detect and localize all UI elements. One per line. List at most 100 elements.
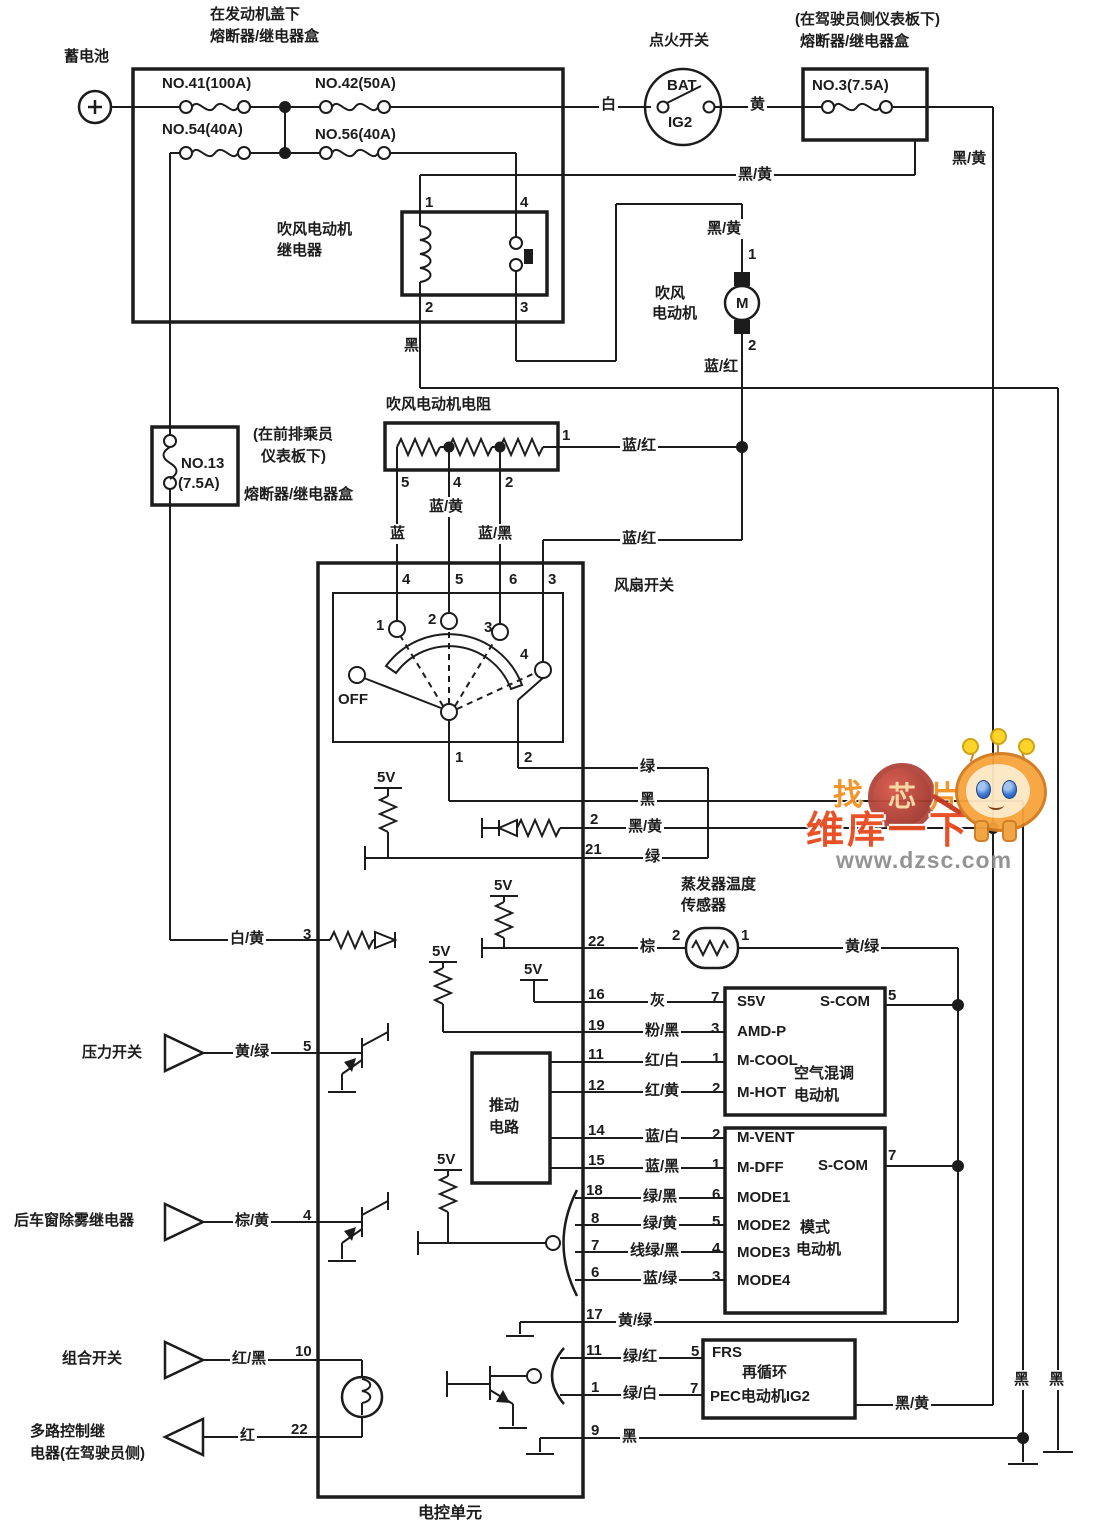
ecu-v5-fan: 5V (377, 769, 396, 786)
fan_switch-top4: 4 (402, 571, 411, 588)
fan_switch-bot1: 1 (455, 749, 464, 766)
ground-rails (420, 387, 1073, 1465)
blower_relay-pin1: 1 (425, 194, 434, 211)
ecu-rpin18: 18 (586, 1182, 603, 1199)
ecu-rpin11: 11 (588, 1046, 604, 1063)
fan_switch-pos2: 2 (428, 611, 437, 628)
ecu-rpin6: 6 (591, 1264, 600, 1281)
mode_motor-pin6: 6 (712, 1186, 721, 1203)
blower_resistor-pin2: 2 (505, 474, 514, 491)
grounds-black-left: 黑 (1012, 1370, 1032, 1390)
fan_switch-top3: 3 (548, 571, 557, 588)
relay-internals (419, 203, 743, 388)
ecu-wire-redwht: 红/白 (643, 1051, 682, 1071)
air-mix-motor-box (723, 986, 887, 1117)
left_inputs-defogger-wire: 棕/黄 (233, 1211, 272, 1231)
ecu-rpin2: 2 (590, 811, 599, 828)
ecu-wire-gray: 灰 (648, 991, 668, 1011)
engine_fuse_box-loc1: 在发动机盖下 (210, 6, 301, 23)
blower_resistor-wire-blured2: 蓝/红 (620, 529, 659, 549)
ecu-wire-bluwht: 蓝/白 (643, 1127, 682, 1147)
ecu-rpin16: 16 (588, 986, 605, 1003)
air_mix_motor-scom: S-COM (820, 993, 870, 1010)
ignition_switch-bat: BAT (667, 77, 697, 94)
ecu-rpin15: 15 (588, 1152, 605, 1169)
ecu-rpin1: 1 (591, 1379, 600, 1396)
ecu-lpin22: 22 (291, 1421, 308, 1438)
blower_motor-pin1: 1 (748, 246, 757, 263)
ecu-wire-ltgrnblk: 线绿/黑 (628, 1241, 682, 1261)
no13_fuse_box-fuse13: NO.13 (181, 455, 225, 472)
ecu-wire-whtyel: 白/黄 (228, 929, 267, 949)
blower_resistor-title: 吹风电动机电阻 (386, 396, 492, 413)
ecu-wire-blkyel2: 黑/黄 (626, 817, 665, 837)
engine_fuse_box-loc2: 熔断器/继电器盒 (210, 28, 320, 45)
grounds-black-right: 黑 (1047, 1370, 1067, 1390)
frs-recirc-box (701, 1338, 857, 1420)
blower-motor-symbol (723, 272, 761, 447)
ecu-wire-green21: 绿 (643, 847, 663, 867)
frs_recirc-name: 再循环 (742, 1364, 788, 1381)
ecu-wire-black9: 黑 (620, 1427, 640, 1447)
left_inputs-combo-wire: 红/黑 (230, 1349, 269, 1369)
engine_fuse_box-fuse56: NO.56(40A) (315, 126, 396, 143)
ecu-wire-yelgrn17: 黄/绿 (616, 1311, 655, 1331)
ecu-rpin12: 12 (588, 1077, 605, 1094)
ecu-wire-pnkblk: 粉/黑 (643, 1021, 682, 1041)
ecu-v5-p19: 5V (432, 943, 451, 960)
ecu-v5-p16: 5V (524, 961, 543, 978)
ecu-wire-grnyel: 绿/黄 (641, 1214, 680, 1234)
ignition_switch-wire-yellow: 黄 (748, 95, 768, 115)
driver-fuse-box (801, 67, 929, 142)
ecu-rpin17: 17 (586, 1306, 603, 1323)
left_inputs-multiplex1: 多路控制继 (30, 1423, 106, 1440)
no13_fuse_box-fuse13amp: (7.5A) (178, 475, 220, 492)
air_mix_motor-amdp: AMD-P (737, 1023, 787, 1040)
mode_motor-pin1: 1 (712, 1156, 721, 1173)
frs_recirc-pec: PEC电动机IG2 (710, 1388, 811, 1405)
frs_recirc-frs: FRS (712, 1344, 742, 1361)
ignition_switch-title: 点火开关 (649, 32, 710, 49)
mode-motor-box (723, 1126, 887, 1315)
mode_motor-mode1: MODE1 (737, 1189, 791, 1206)
blower-relay-box (400, 210, 549, 297)
mode_motor-mode4: MODE4 (737, 1272, 791, 1289)
left_inputs-multiplex-wire: 红 (238, 1426, 258, 1446)
ecu-rpin9: 9 (591, 1422, 600, 1439)
mode_motor-pin4: 4 (712, 1240, 721, 1257)
ecu-box (316, 561, 585, 1499)
air_mix_motor-mcool: M-COOL (737, 1052, 798, 1069)
air_mix_motor-pin1: 1 (712, 1050, 721, 1067)
driver_fuse_box-fuse3: NO.3(7.5A) (812, 77, 889, 94)
driver_fuse_box-loc1: (在驾驶员侧仪表板下) (795, 11, 940, 28)
blower_resistor-pin5: 5 (401, 474, 410, 491)
ecu-rpin11b: 11 (586, 1342, 602, 1359)
no13_fuse_box-loc2: 仪表板下) (261, 448, 326, 465)
air_mix_motor-s5v: S5V (737, 993, 766, 1010)
ecu-v5-bundle: 5V (437, 1151, 456, 1168)
mode_motor-pin2: 2 (712, 1126, 721, 1143)
mode_motor-mode2: MODE2 (737, 1217, 791, 1234)
evaporator_sensor-pin1: 1 (741, 927, 750, 944)
ecu-wire-grnblk: 绿/黑 (641, 1187, 680, 1207)
air_mix_motor-mhot: M-HOT (737, 1084, 787, 1101)
ecu-wire-blublk2: 蓝/黑 (643, 1157, 682, 1177)
mode_motor-name1: 模式 (800, 1219, 831, 1236)
engine_fuse_box-fuse54: NO.54(40A) (162, 121, 243, 138)
ignition_switch-wire-white: 白 (599, 95, 619, 115)
engine_fuse_box-fuse41: NO.41(100A) (162, 75, 252, 92)
mode_motor-scom: S-COM (818, 1157, 868, 1174)
frs_recirc-pin5: 5 (691, 1343, 700, 1360)
ecu-rpin21: 21 (585, 841, 602, 858)
blower_motor-wire-blkyel: 黑/黄 (705, 219, 744, 239)
fan_switch-bot2: 2 (524, 749, 533, 766)
mode_motor-mode3: MODE3 (737, 1244, 791, 1261)
ecu-drive2: 电路 (489, 1119, 520, 1136)
ecu-rpin14: 14 (588, 1122, 605, 1139)
engine-fuse-box (131, 67, 565, 324)
evaporator_sensor-title2: 传感器 (681, 897, 727, 914)
battery-label: 蓄电池 (64, 48, 110, 65)
